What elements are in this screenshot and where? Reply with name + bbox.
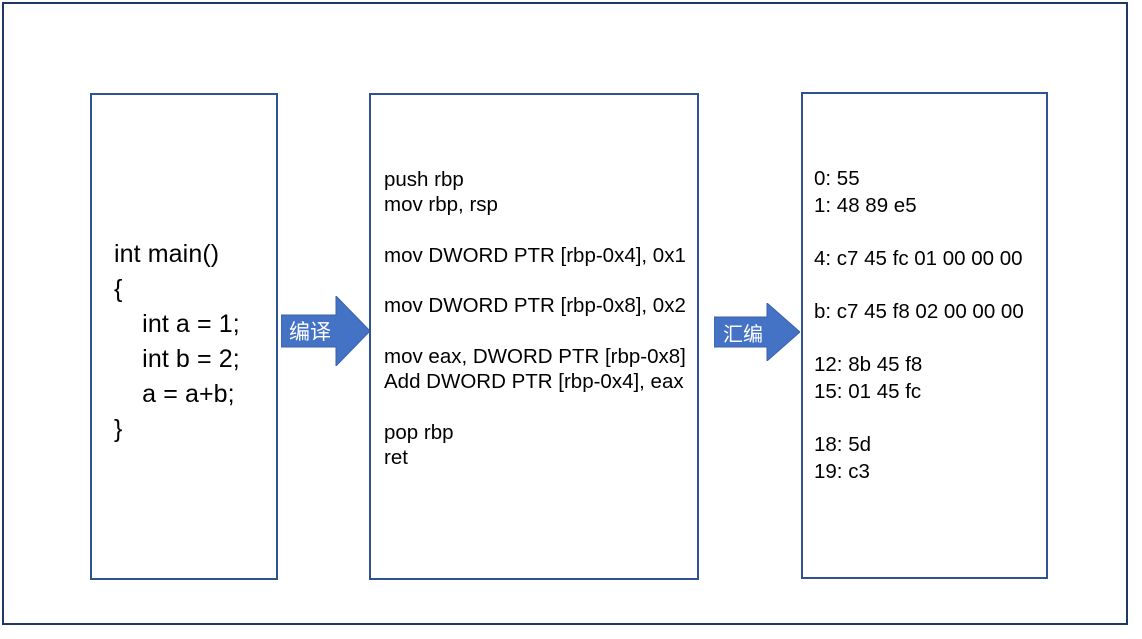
arrow-right-icon (281, 296, 370, 366)
c-source-code-box[interactable]: int main() { int a = 1; int b = 2; a = a… (90, 93, 278, 580)
machine-code-box[interactable]: 0: 55 1: 48 89 e5 4: c7 45 fc 01 00 00 0… (801, 92, 1048, 579)
assemble-arrow[interactable]: 汇编 (714, 303, 800, 361)
compile-arrow[interactable]: 编译 (281, 296, 370, 366)
slide-frame: int main() { int a = 1; int b = 2; a = a… (2, 2, 1128, 625)
assembly-code-box[interactable]: push rbp mov rbp, rsp mov DWORD PTR [rbp… (369, 93, 699, 580)
assembly-code-text: push rbp mov rbp, rsp mov DWORD PTR [rbp… (384, 168, 686, 470)
arrow-right-icon (714, 303, 800, 361)
machine-code-text: 0: 55 1: 48 89 e5 4: c7 45 fc 01 00 00 0… (814, 167, 1024, 483)
c-source-code-text: int main() { int a = 1; int b = 2; a = a… (114, 240, 240, 443)
